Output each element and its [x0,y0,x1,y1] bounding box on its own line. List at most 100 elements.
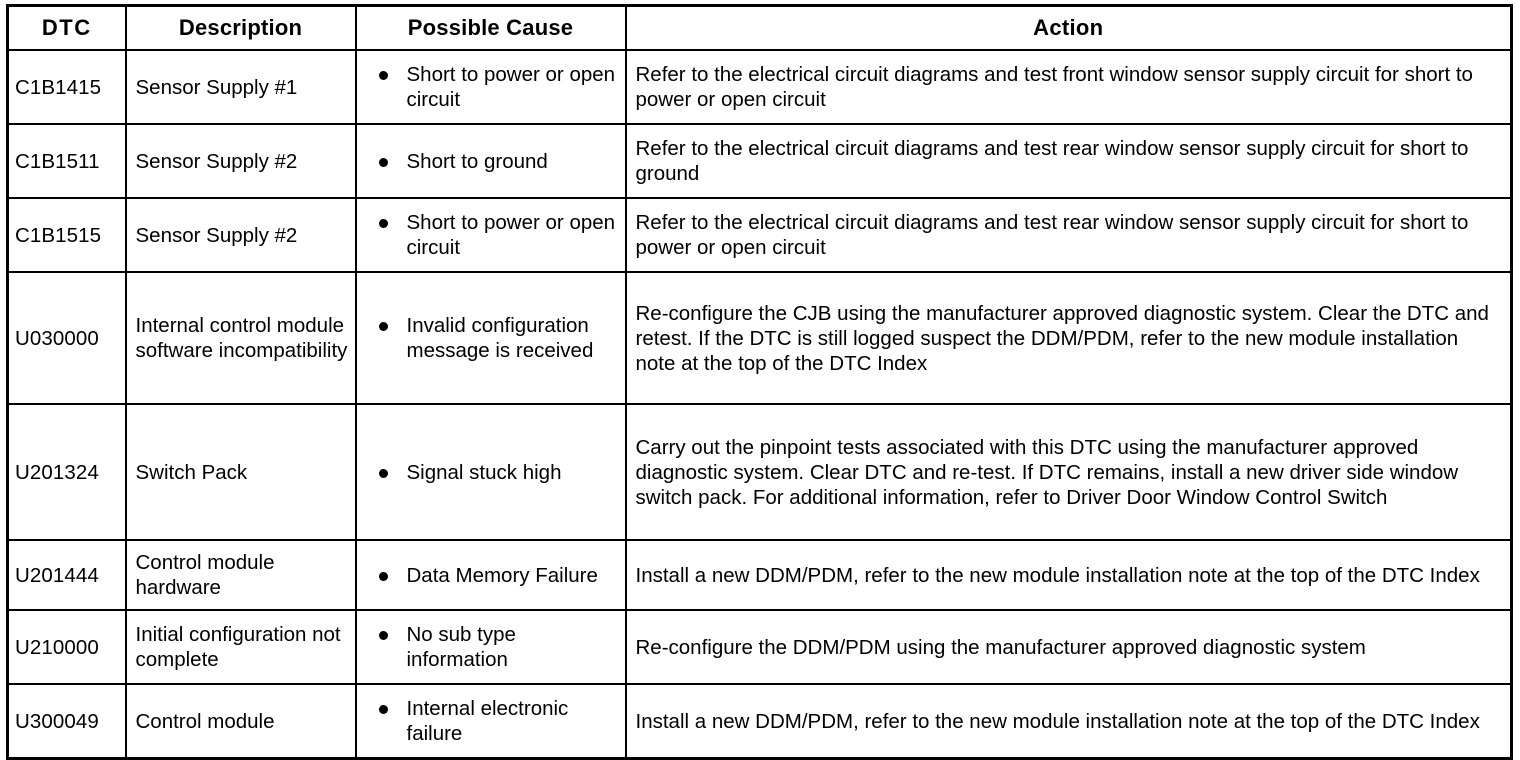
cell-action: Install a new DDM/PDM, refer to the new … [624,539,1513,611]
bullet-icon [378,705,388,714]
cause-item: Data Memory Failure [367,563,619,588]
dtc-code: C1B1511 [15,149,100,173]
table-row: C1B1511 Sensor Supply #2 Short to ground… [6,123,1513,199]
cause-item: Invalid configuration message is receive… [367,313,619,363]
action-text: Re-configure the CJB using the manufactu… [635,301,1489,375]
action-text: Install a new DDM/PDM, refer to the new … [635,709,1480,733]
dtc-code: U201324 [15,460,99,484]
cell-action: Refer to the electrical circuit diagrams… [624,123,1513,199]
description-text: Initial configuration not complete [135,623,341,671]
table-row: U201324 Switch Pack Signal stuck high Ca… [6,403,1513,541]
cell-action: Re-configure the DDM/PDM using the manuf… [624,609,1513,685]
cell-description: Sensor Supply #1 [124,49,357,125]
cause-list: Internal electronic failure [367,696,619,746]
bullet-icon [378,71,388,80]
cell-dtc: C1B1511 [6,123,127,199]
column-header-dtc: DTC [6,4,127,51]
table-row: C1B1415 Sensor Supply #1 Short to power … [6,49,1513,125]
description-text: Control module hardware [135,551,275,599]
table-header: DTC Description Possible Cause Action [6,4,1513,51]
table-row: U030000 Internal control module software… [6,271,1513,405]
cell-possible-cause: Invalid configuration message is receive… [354,271,627,405]
cause-text: Short to ground [406,149,548,173]
cause-list: Signal stuck high [367,460,619,485]
action-text: Re-configure the DDM/PDM using the manuf… [635,635,1366,659]
cell-description: Control module hardware [124,539,357,611]
table-body: C1B1415 Sensor Supply #1 Short to power … [6,49,1513,760]
cell-description: Initial configuration not complete [124,609,357,685]
cell-dtc: C1B1415 [6,49,127,125]
cell-dtc: U210000 [6,609,127,685]
bullet-icon [378,219,388,228]
column-header-action: Action [624,4,1513,51]
cell-action: Refer to the electrical circuit diagrams… [624,197,1513,273]
cause-text: Data Memory Failure [406,563,598,587]
bullet-icon [378,157,388,167]
column-header-description: Description [124,4,357,51]
action-text: Install a new DDM/PDM, refer to the new … [635,563,1480,587]
cell-dtc: U030000 [6,271,127,405]
dtc-index-table: DTC Description Possible Cause Action C1… [6,4,1513,760]
cause-item: Internal electronic failure [367,696,619,746]
dtc-code: U201444 [15,563,99,587]
bullet-icon [378,571,388,581]
cause-item: Short to power or open circuit [367,210,619,260]
description-text: Internal control module software incompa… [135,314,348,362]
cell-action: Re-configure the CJB using the manufactu… [624,271,1513,405]
description-text: Sensor Supply #1 [135,75,298,99]
description-text: Sensor Supply #2 [135,223,298,247]
cell-dtc: U300049 [6,683,127,760]
action-text: Refer to the electrical circuit diagrams… [635,137,1469,185]
cell-dtc: U201444 [6,539,127,611]
action-text: Refer to the electrical circuit diagrams… [635,63,1473,111]
cell-action: Carry out the pinpoint tests associated … [624,403,1513,541]
cell-description: Switch Pack [124,403,357,541]
table-row: C1B1515 Sensor Supply #2 Short to power … [6,197,1513,273]
action-text: Carry out the pinpoint tests associated … [635,435,1459,509]
description-text: Switch Pack [135,460,248,484]
cause-item: Short to power or open circuit [367,62,619,112]
cell-possible-cause: Internal electronic failure [354,683,627,760]
column-header-possible-cause: Possible Cause [354,4,627,51]
dtc-code: C1B1515 [15,223,102,247]
header-row: DTC Description Possible Cause Action [6,4,1513,51]
dtc-code: C1B1415 [15,75,102,99]
description-text: Sensor Supply #2 [135,149,298,173]
cell-action: Install a new DDM/PDM, refer to the new … [624,683,1513,760]
cell-possible-cause: Short to ground [354,123,627,199]
cell-possible-cause: Short to power or open circuit [354,197,627,273]
bullet-icon [378,322,388,331]
bullet-icon [378,468,388,478]
cell-description: Internal control module software incompa… [124,271,357,405]
cell-dtc: U201324 [6,403,127,541]
table-row: U210000 Initial configuration not comple… [6,609,1513,685]
cause-list: Short to power or open circuit [367,62,619,112]
cause-text: Internal electronic failure [406,697,569,745]
cause-item: Signal stuck high [367,460,619,485]
dtc-code: U030000 [15,326,99,350]
cause-text: Invalid configuration message is receive… [406,314,594,362]
cause-list: Short to ground [367,149,619,174]
cell-possible-cause: Signal stuck high [354,403,627,541]
cause-item: Short to ground [367,149,619,174]
cause-text: No sub type information [406,623,516,671]
dtc-code: U210000 [15,635,99,659]
cause-list: Data Memory Failure [367,563,619,588]
action-text: Refer to the electrical circuit diagrams… [635,211,1469,259]
cell-possible-cause: Short to power or open circuit [354,49,627,125]
cause-list: Short to power or open circuit [367,210,619,260]
cause-list: Invalid configuration message is receive… [367,313,619,363]
cause-text: Short to power or open circuit [406,63,616,111]
description-text: Control module [135,709,275,733]
table-row: U300049 Control module Internal electron… [6,683,1513,760]
cell-possible-cause: No sub type information [354,609,627,685]
dtc-code: U300049 [15,709,99,733]
cell-action: Refer to the electrical circuit diagrams… [624,49,1513,125]
cause-item: No sub type information [367,622,619,672]
cause-text: Signal stuck high [406,460,562,484]
cell-description: Sensor Supply #2 [124,123,357,199]
cell-possible-cause: Data Memory Failure [354,539,627,611]
table-row: U201444 Control module hardware Data Mem… [6,539,1513,611]
cell-description: Control module [124,683,357,760]
